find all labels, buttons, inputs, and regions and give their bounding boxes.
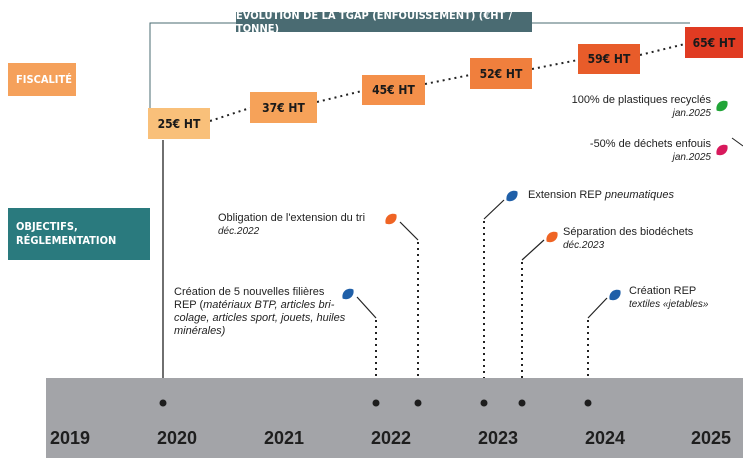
ev3-italic: pneumatiques — [604, 189, 674, 201]
ev1-line3: colage, articles sport, jouets, huiles — [174, 312, 346, 324]
ev4-text: Séparation des biodéchets — [563, 226, 694, 238]
goal-landfill: -50% de déchets enfouis jan.2025 — [590, 138, 711, 164]
goal-plastics-date: jan.2025 — [672, 108, 711, 119]
goal-landfill-text: -50% de déchets enfouis — [589, 138, 711, 150]
goal-landfill-date: jan.2025 — [672, 152, 711, 163]
price-link-3 — [424, 74, 471, 85]
event-biodechets: Séparation des biodéchets déc.2023 — [563, 226, 693, 252]
price-link-4 — [531, 59, 579, 70]
year-2020: 2020 — [157, 428, 198, 448]
ev3-text: Extension REP — [528, 189, 605, 201]
chart-title: ÉVOLUTION DE LA TGAP (ENFOUISSEMENT) (€H… — [236, 9, 532, 35]
ev5-connector — [587, 297, 608, 319]
price-2023: 52€ HT — [470, 58, 532, 89]
year-2021: 2021 — [264, 428, 305, 448]
year-2024: 2024 — [585, 428, 626, 448]
year-2022: 2022 — [371, 428, 412, 448]
ev2-text: Obligation de l'extension du tri — [218, 212, 366, 224]
label-objectifs: OBJECTIFS, RÉGLEMENTATION — [8, 208, 150, 260]
ev5-italic: textiles «jetables» — [629, 299, 709, 310]
price-link-1 — [209, 107, 251, 122]
event-rep-textiles: Création REP textiles «jetables» — [629, 285, 709, 311]
ev1-connector — [356, 296, 377, 319]
ev1-line2: REP (matériaux BTP, articles bri- — [174, 299, 349, 312]
year-2025: 2025 — [691, 428, 732, 448]
event-extension-tri: Obligation de l'extension du tri déc.202… — [218, 212, 365, 238]
label-fiscalite: FISCALITÉ — [8, 63, 76, 96]
ev5-text: Création REP — [629, 285, 697, 297]
year-2019: 2019 — [50, 428, 91, 448]
price-2021: 37€ HT — [250, 92, 317, 123]
price-2025: 65€ HT — [685, 27, 743, 58]
ev3-connector — [483, 199, 505, 220]
year-2023: 2023 — [478, 428, 519, 448]
ev4-date: déc.2023 — [563, 240, 605, 251]
label-objectifs-line2: RÉGLEMENTATION — [16, 234, 117, 247]
ev1-line4: minérales) — [174, 325, 226, 337]
price-link-5 — [639, 43, 686, 56]
timeline-band — [46, 378, 743, 458]
label-objectifs-line1: OBJECTIFS, — [16, 220, 78, 233]
title-bracket-left — [149, 22, 236, 110]
price-2022: 45€ HT — [362, 75, 425, 105]
ev2-connector — [399, 221, 419, 241]
ev1-line2-prefix: REP ( — [174, 299, 204, 311]
goal-plastics: 100% de plastiques recyclés jan.2025 — [572, 94, 711, 120]
ev4-connector — [521, 239, 545, 261]
event-rep-pneumatiques: Extension REP pneumatiques — [528, 189, 674, 202]
goal-plastics-text: 100% de plastiques recyclés — [571, 94, 711, 106]
ev1-line2-italic: matériaux BTP, articles bri- — [203, 299, 335, 311]
price-link-2 — [316, 90, 363, 103]
price-2024: 59€ HT — [578, 44, 640, 74]
ev2-date: déc.2022 — [218, 226, 260, 237]
price-2020: 25€ HT — [148, 108, 210, 139]
ev1-line1: Création de 5 nouvelles filières — [174, 286, 325, 298]
goal-connector — [731, 137, 743, 147]
event-new-rep-channels: Création de 5 nouvelles filières REP (ma… — [174, 286, 349, 338]
